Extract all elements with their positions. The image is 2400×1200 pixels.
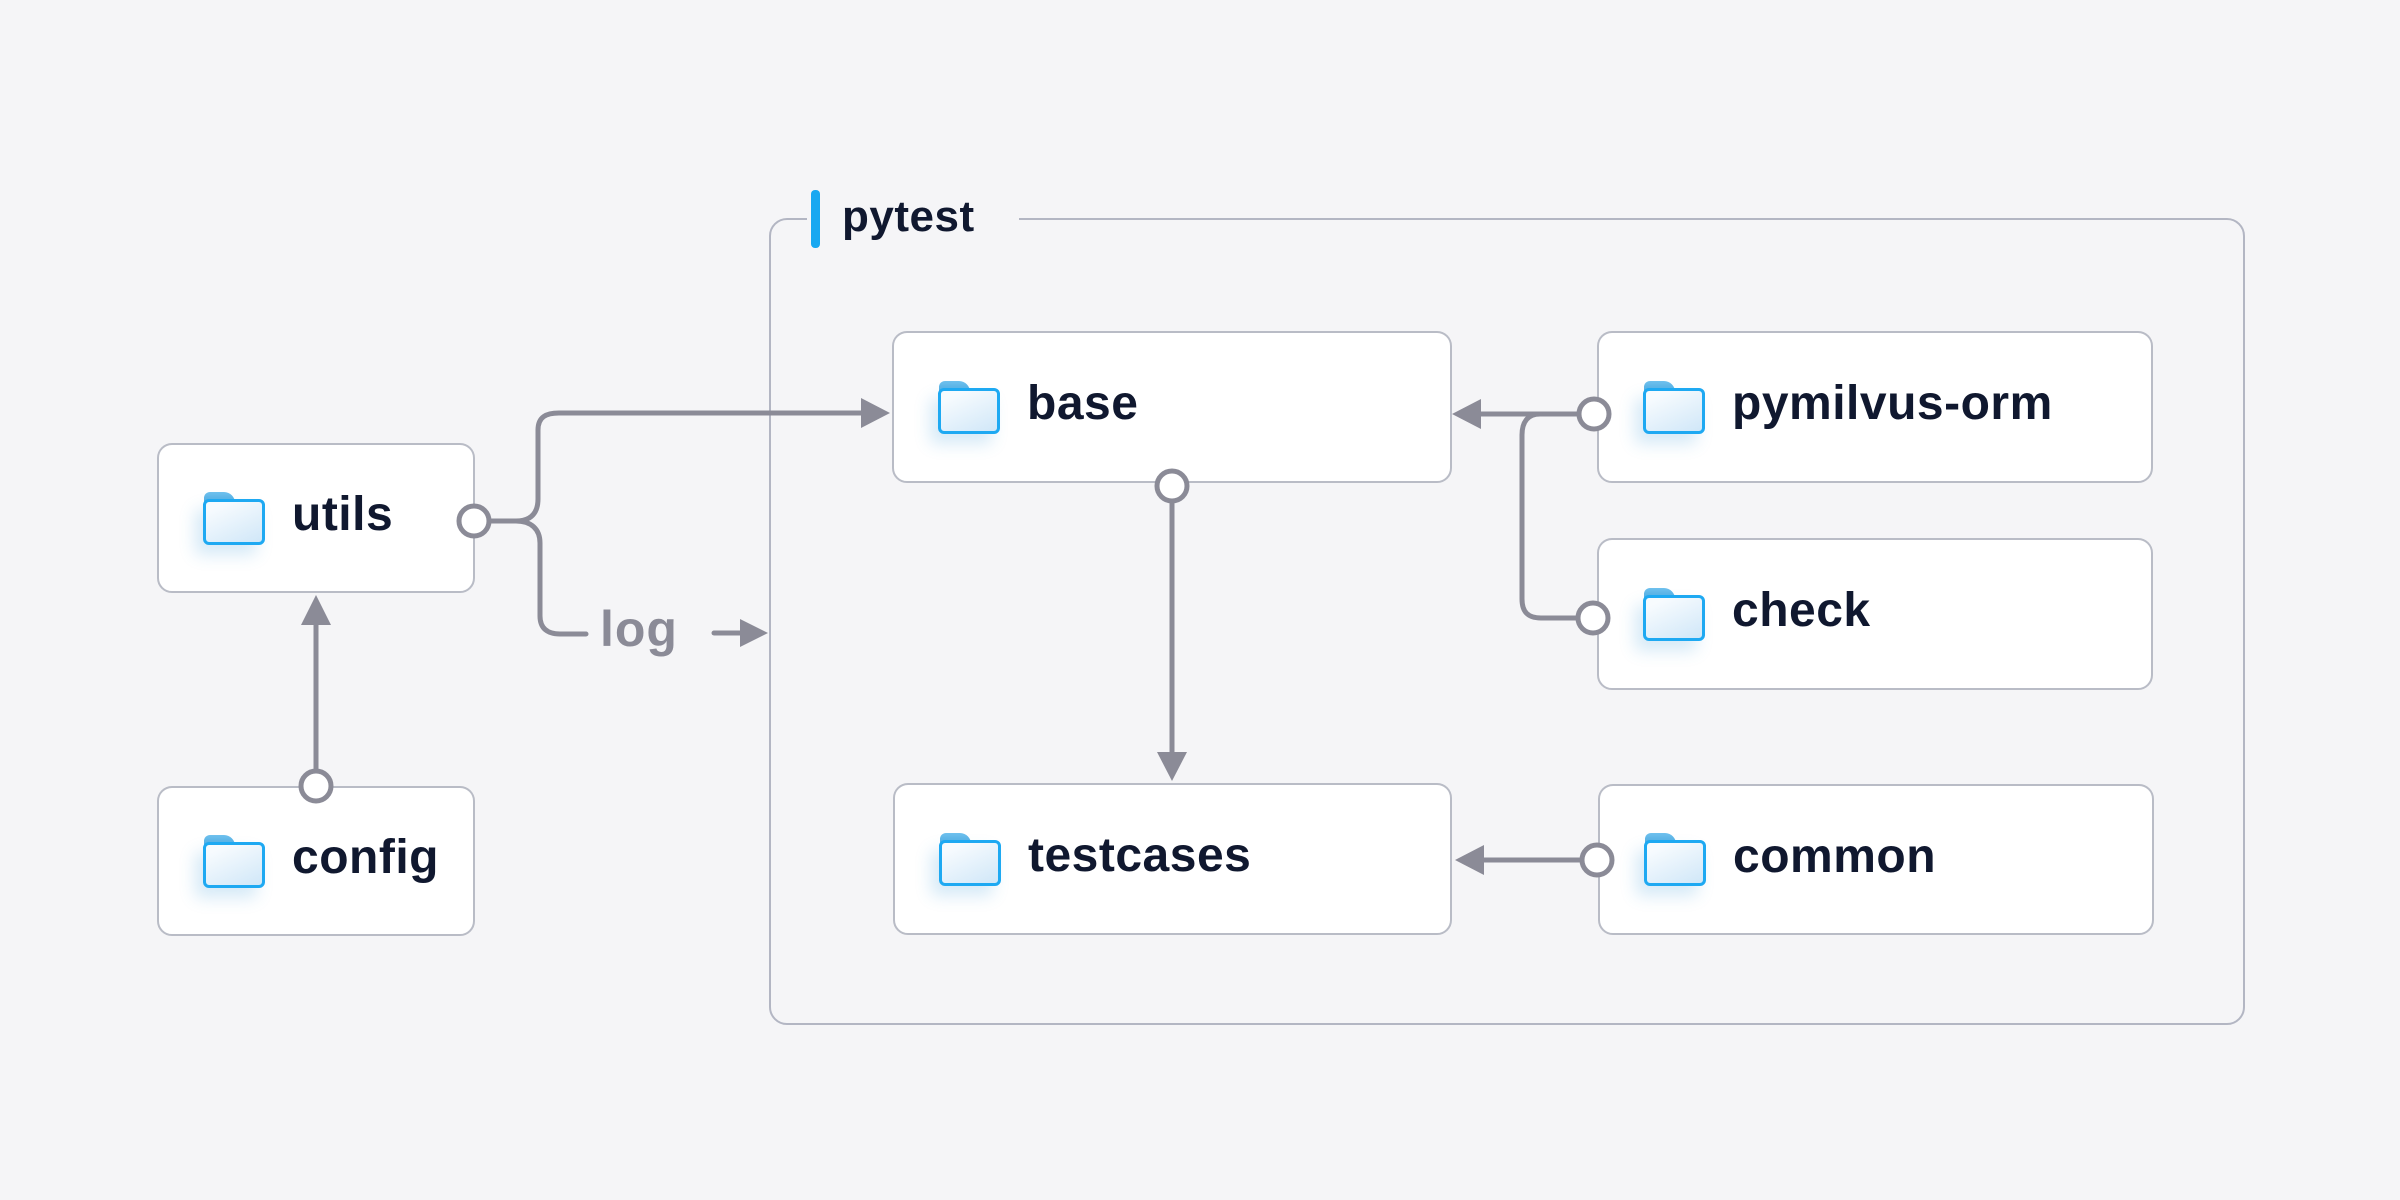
- edge-config-utils: [298, 595, 334, 804]
- node-base: base: [892, 331, 1452, 483]
- edge-label-log: log: [600, 601, 678, 657]
- node-label: base: [1027, 377, 1139, 430]
- node-utils: utils: [157, 443, 475, 593]
- node-check: check: [1597, 538, 2153, 690]
- node-testcases: testcases: [893, 783, 1452, 935]
- node-label: common: [1733, 829, 1937, 883]
- folder-icon: [938, 380, 1000, 434]
- group-box-pytest: pytest: [769, 187, 2245, 1025]
- node-label: testcases: [1028, 829, 1252, 882]
- group-label: pytest: [807, 187, 1019, 251]
- node-pymilvus-orm: pymilvus-orm: [1597, 331, 2153, 483]
- folder-icon: [203, 834, 265, 888]
- folder-icon: [1643, 380, 1705, 434]
- node-label: utils: [292, 488, 394, 541]
- group-title: pytest: [842, 192, 975, 241]
- arrowhead-up: [301, 595, 331, 625]
- node-common: common: [1598, 784, 2154, 935]
- arrowhead-right: [740, 619, 768, 647]
- node-config: config: [157, 786, 475, 936]
- node-label: check: [1732, 584, 1871, 637]
- folder-icon: [939, 832, 1001, 886]
- accent-bar: [811, 190, 820, 248]
- folder-icon: [1643, 587, 1705, 641]
- node-label: pymilvus-orm: [1732, 377, 2053, 430]
- node-label: config: [292, 831, 439, 884]
- folder-icon: [1644, 833, 1706, 886]
- folder-icon: [203, 491, 265, 545]
